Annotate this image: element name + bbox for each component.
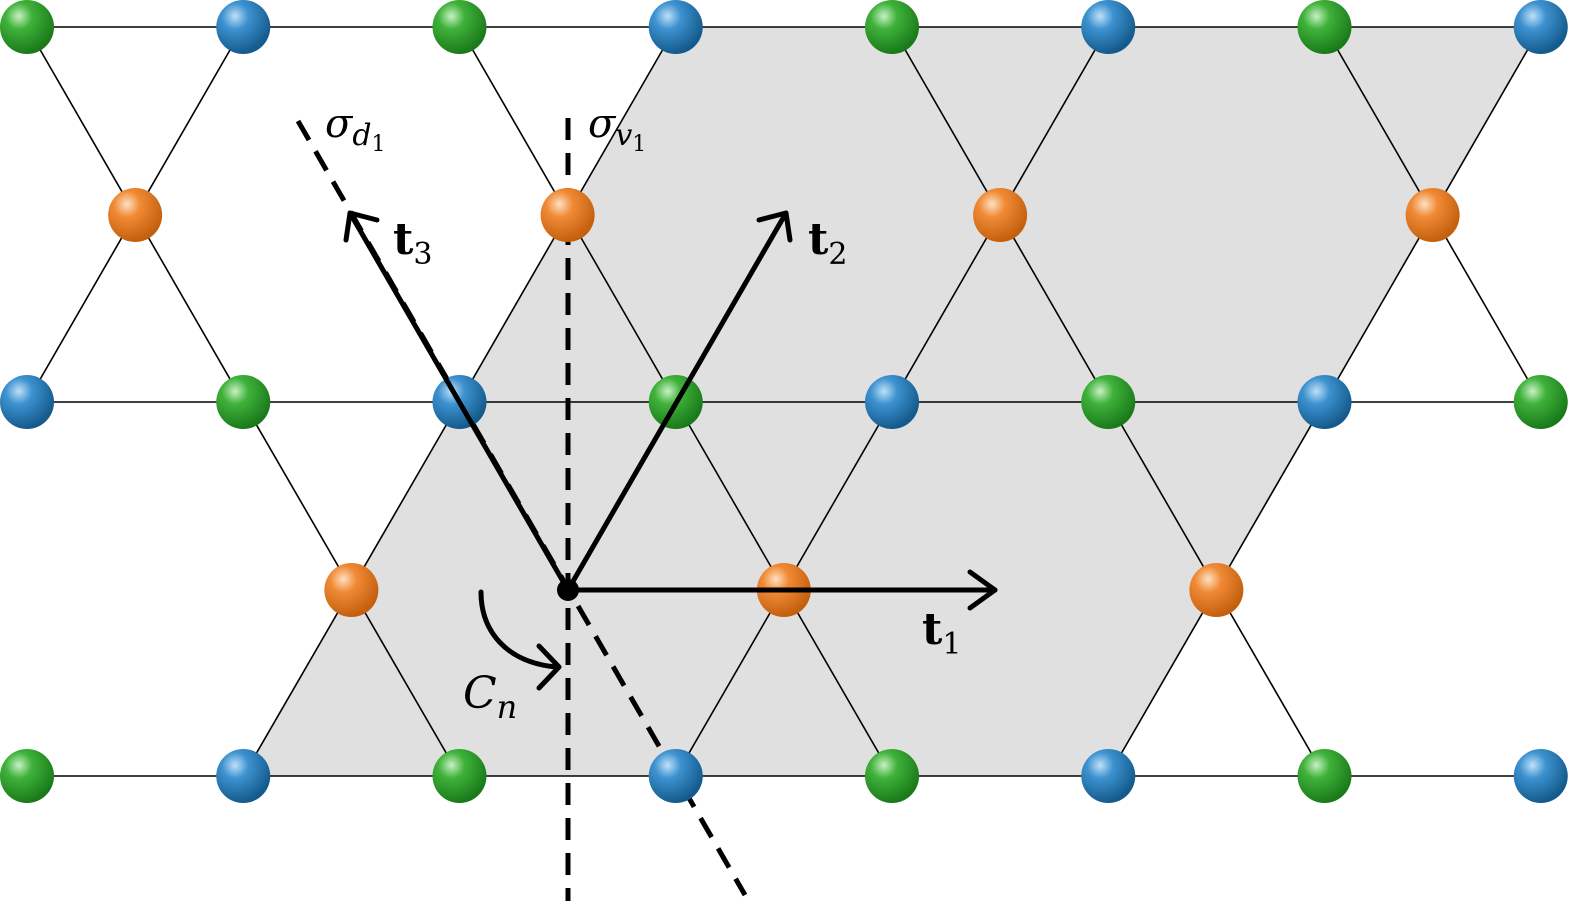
blue-site — [1081, 749, 1136, 803]
blue-site — [0, 375, 54, 429]
t2-arrowhead — [756, 210, 793, 243]
lattice-sites — [0, 0, 1568, 803]
t2-label: t2 — [808, 214, 847, 272]
green-site — [0, 0, 54, 54]
sigma-d-label: σd1 — [325, 101, 386, 157]
t3-arrowhead — [343, 210, 380, 243]
lattice-vectors — [343, 210, 998, 691]
cn-rotation-arrow — [478, 589, 559, 670]
cn-arrowhead — [536, 643, 562, 691]
green-site — [0, 749, 54, 803]
green-site — [432, 749, 487, 803]
orange-site — [108, 188, 163, 242]
orange-site — [1189, 563, 1244, 617]
blue-site — [216, 749, 271, 803]
blue-site — [216, 0, 271, 54]
t3-label: t3 — [393, 214, 432, 272]
blue-site — [1513, 0, 1568, 54]
orange-site — [1405, 188, 1460, 242]
cn-label: Cn — [463, 668, 517, 726]
blue-site — [1513, 749, 1568, 803]
green-site — [865, 0, 919, 54]
blue-site — [1081, 0, 1136, 54]
origin-point — [557, 579, 579, 601]
green-site — [865, 749, 919, 803]
green-site — [432, 0, 487, 54]
blue-site — [648, 749, 703, 803]
green-site — [1081, 375, 1136, 429]
green-site — [1513, 375, 1568, 429]
t2-vector — [565, 210, 789, 593]
t1-label: t1 — [922, 604, 961, 662]
green-site — [1297, 0, 1352, 54]
orange-site — [540, 188, 595, 242]
blue-site — [648, 0, 703, 54]
blue-site — [865, 375, 919, 429]
orange-site — [324, 563, 379, 617]
orange-site — [973, 188, 1028, 242]
t1-arrowhead — [967, 569, 998, 611]
blue-site — [1297, 375, 1352, 429]
sigma-v-label: σv1 — [588, 101, 646, 157]
t3-vector — [347, 210, 571, 593]
green-site — [1297, 749, 1352, 803]
green-site — [216, 375, 271, 429]
